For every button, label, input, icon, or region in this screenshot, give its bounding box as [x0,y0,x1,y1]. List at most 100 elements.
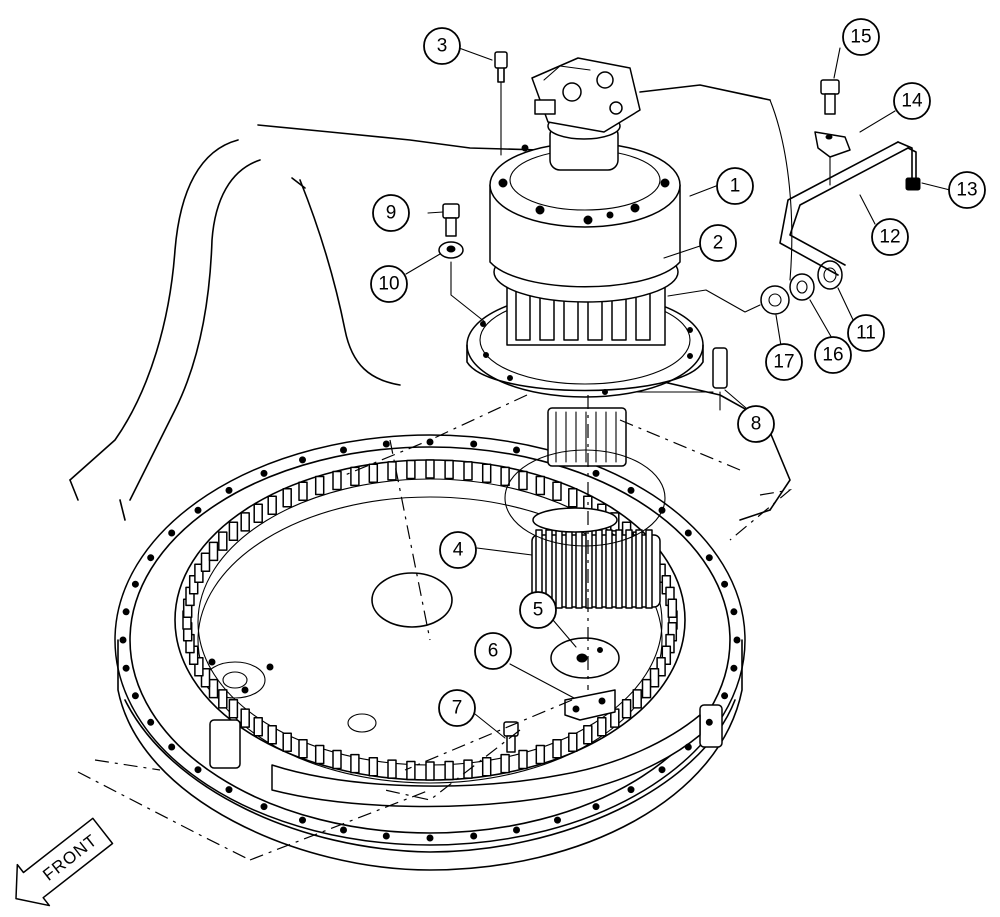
rim-bolt-hole [147,554,155,562]
ring-gear-tooth [218,689,228,709]
svg-text:2: 2 [713,233,724,254]
gear-tooth [645,529,653,609]
ring-gear-tooth [314,475,325,496]
rim-bolt-hole [168,743,176,751]
part-13-cap [905,177,921,191]
rim-bolt-hole [627,786,635,794]
svg-text:3: 3 [437,36,448,57]
rim-bolt-hole [658,766,666,774]
gear-tooth [635,529,643,609]
part-8-pin [635,347,728,411]
ring-gear-tooth [425,761,435,781]
rim-bolt-hole [592,469,600,477]
callout-5: 5 [519,591,557,629]
ring-gear-tooth [253,717,263,737]
rim-bolt-hole [705,554,713,562]
svg-text:11: 11 [856,323,876,344]
callout-14: 14 [893,82,931,120]
ring-gear-tooth [552,481,562,502]
ring-gear-tooth [282,732,292,752]
ring-gear-tooth [240,708,250,728]
svg-text:4: 4 [453,540,464,561]
ring-gear-tooth [298,481,308,502]
callout-15: 15 [842,18,880,56]
swing-motor-assembly [466,57,704,467]
rim-bolt-hole [721,580,729,588]
swing-bearing-ring [114,434,746,871]
part-16-fitting [789,273,815,301]
callout-10: 10 [370,265,408,303]
ring-gear-tooth [200,552,211,572]
part-12-hose-pipe [779,141,917,276]
rim-bolt-hole [131,580,139,588]
ring-gear-tooth [267,725,277,745]
callout-16: 16 [814,336,852,374]
ring-gear-tooth [282,488,292,508]
rim-bolt-hole [470,440,478,448]
callout-2: 2 [699,224,737,262]
rim-bolt-hole [513,826,520,834]
ring-gear-tooth [208,678,219,699]
upper-frame-outline [69,84,793,521]
callout-1: 1 [716,167,754,205]
rim-bolt-hole [513,446,520,454]
part-15-bolt [820,79,840,115]
ring-gear-tooth [314,744,325,765]
ring-gear-tooth [444,760,454,781]
gear-tooth [585,529,593,609]
ring-gear-tooth [481,463,492,483]
svg-text:12: 12 [879,227,900,248]
ring-gear-tooth [535,475,546,496]
rim-bolt-hole [122,664,130,672]
gear-tooth [565,529,573,609]
ring-gear-tooth [667,598,678,618]
svg-text:13: 13 [956,180,977,201]
ring-gear-tooth [649,668,660,688]
svg-text:7: 7 [452,698,463,719]
ring-gear-tooth [253,503,263,523]
rim-bolt-hole [733,636,741,644]
callout-11: 11 [847,314,885,352]
callout-7: 7 [438,689,476,727]
ring-gear-tooth [332,749,342,770]
ring-gear-tooth [500,753,510,774]
ring-gear-tooth [218,531,228,551]
ring-gear-tooth [194,656,204,677]
ring-gear-tooth [200,668,211,688]
ring-gear-tooth [535,744,546,765]
ring-gear-tooth [597,717,607,737]
ring-gear-tooth [240,512,250,532]
rim-bolt-hole [340,446,347,454]
ring-gear-tooth [481,757,492,777]
rim-bolt-hole [194,766,202,774]
ring-gear-tooth [267,495,277,515]
callout-12: 12 [871,218,909,256]
rim-bolt-hole [684,529,692,537]
rim-bolt-hole [168,529,176,537]
ring-gear-tooth [228,699,239,719]
ring-gear-tooth [552,738,562,759]
rim-bolt-hole [147,718,155,726]
rim-bolt-hole [554,816,561,824]
part-5-plate [550,637,620,679]
rim-bolt-hole [705,718,713,726]
callout-6: 6 [474,632,512,670]
ring-gear-tooth [208,541,219,562]
gear-tooth [605,529,613,609]
part-17-fitting [667,285,790,315]
ring-gear-tooth [568,488,578,508]
rim-bolt-hole [382,832,390,840]
rim-bolt-hole [260,469,268,477]
callout-3: 3 [423,27,461,65]
callout-13: 13 [948,171,986,209]
pinion-mesh-circle [504,449,666,547]
callout-9: 9 [372,194,410,232]
svg-text:6: 6 [488,641,499,662]
ring-gear-tooth [463,759,473,779]
ring-gear-tooth [661,645,672,666]
rim-bolt-hole [470,832,478,840]
ring-gear-tooth [568,732,578,752]
ring-gear-tooth [228,521,239,541]
svg-text:1: 1 [730,176,741,197]
